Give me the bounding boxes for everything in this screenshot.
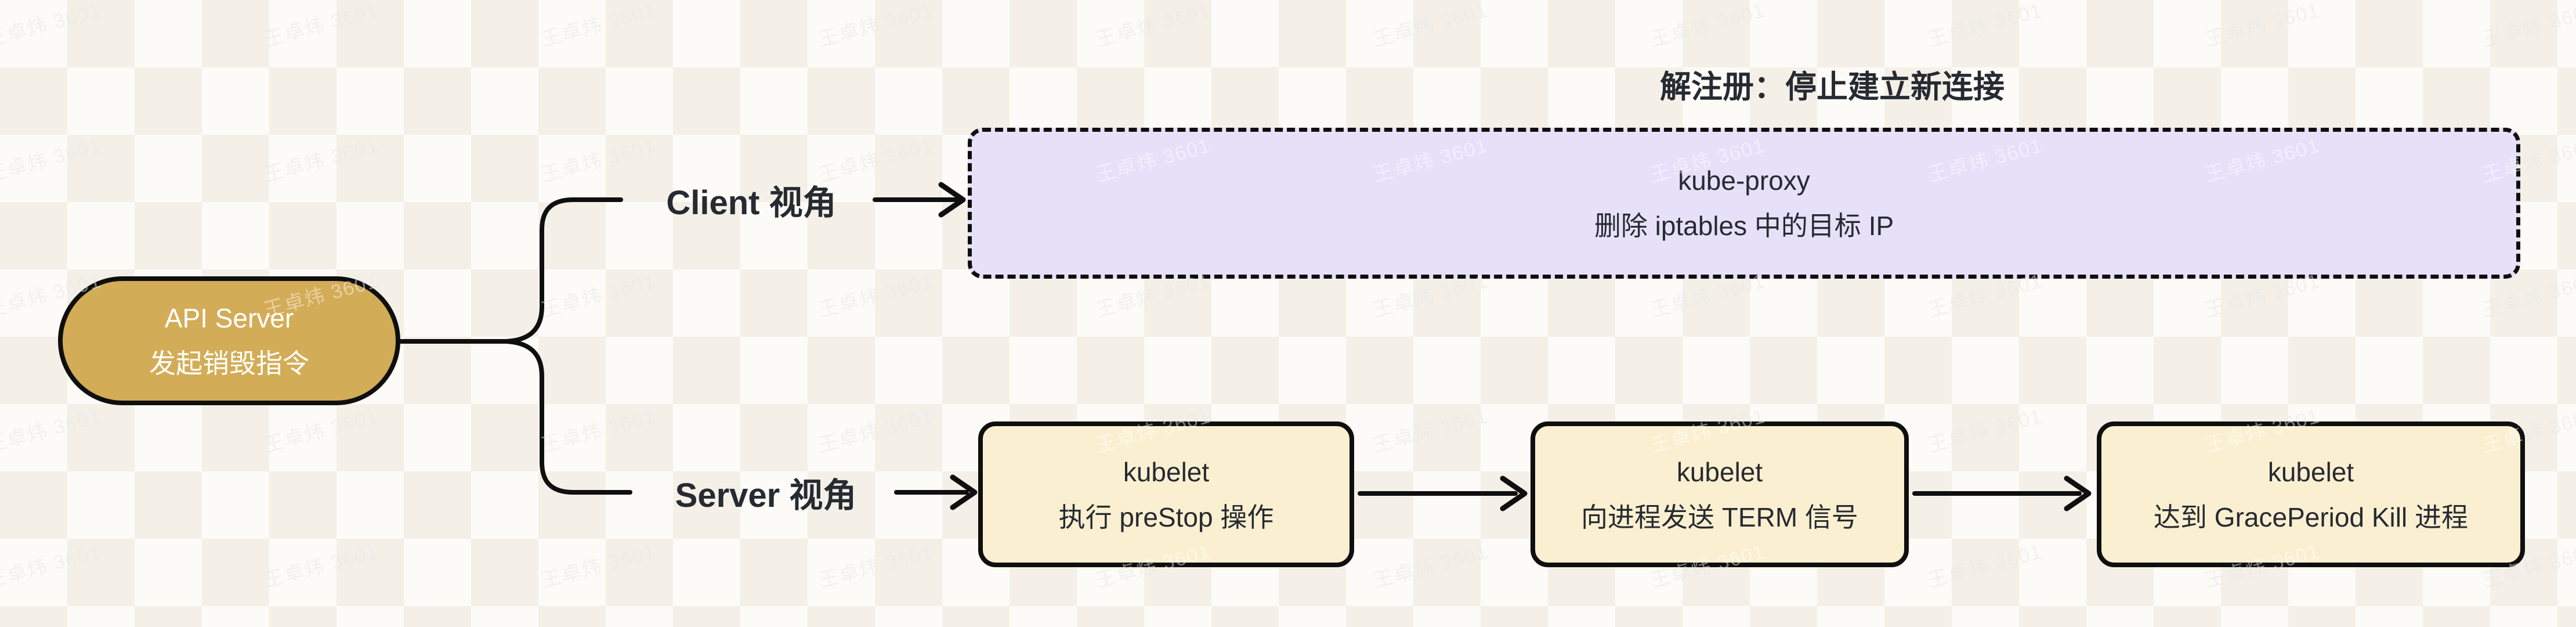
api-server-node-line1: API Server <box>164 303 294 333</box>
client-arrowhead-icon <box>938 182 966 218</box>
kubelet-prestop-line2: 执行 preStop 操作 <box>1058 502 1274 532</box>
kubelet-step1-arrowhead-icon <box>1500 475 1528 511</box>
kubelet-term-node: kubelet 向进程发送 TERM 信号 <box>1531 421 1909 567</box>
kubelet-step2-arrowhead-icon <box>2064 475 2092 511</box>
kube-proxy-node: kube-proxy 删除 iptables 中的目标 IP <box>968 128 2520 279</box>
api-server-node-line2: 发起销毁指令 <box>149 348 309 379</box>
server-branch-label: Server 视角 <box>675 477 857 514</box>
kube-proxy-node-line1: kube-proxy <box>1678 165 1810 196</box>
api-server-node: API Server 发起销毁指令 <box>58 276 400 405</box>
kubelet-kill-line1: kubelet <box>2267 456 2354 487</box>
kubelet-prestop-line1: kubelet <box>1123 456 1210 487</box>
server-arrowhead-icon <box>950 474 978 510</box>
client-branch-label: Client 视角 <box>666 184 837 222</box>
kubelet-kill-line2: 达到 GracePeriod Kill 进程 <box>2154 502 2468 532</box>
server-branch-connector <box>504 339 632 495</box>
kubelet-prestop-node: kubelet 执行 preStop 操作 <box>978 421 1354 567</box>
kubelet-term-line1: kubelet <box>1676 456 1763 487</box>
kubelet-kill-node: kubelet 达到 GracePeriod Kill 进程 <box>2097 421 2525 567</box>
kubelet-term-line2: 向进程发送 TERM 信号 <box>1581 502 1858 532</box>
client-branch-connector <box>504 197 623 344</box>
deregister-annotation: 解注册：停止建立新连接 <box>1660 69 2005 105</box>
kube-proxy-node-line2: 删除 iptables 中的目标 IP <box>1594 211 1894 241</box>
